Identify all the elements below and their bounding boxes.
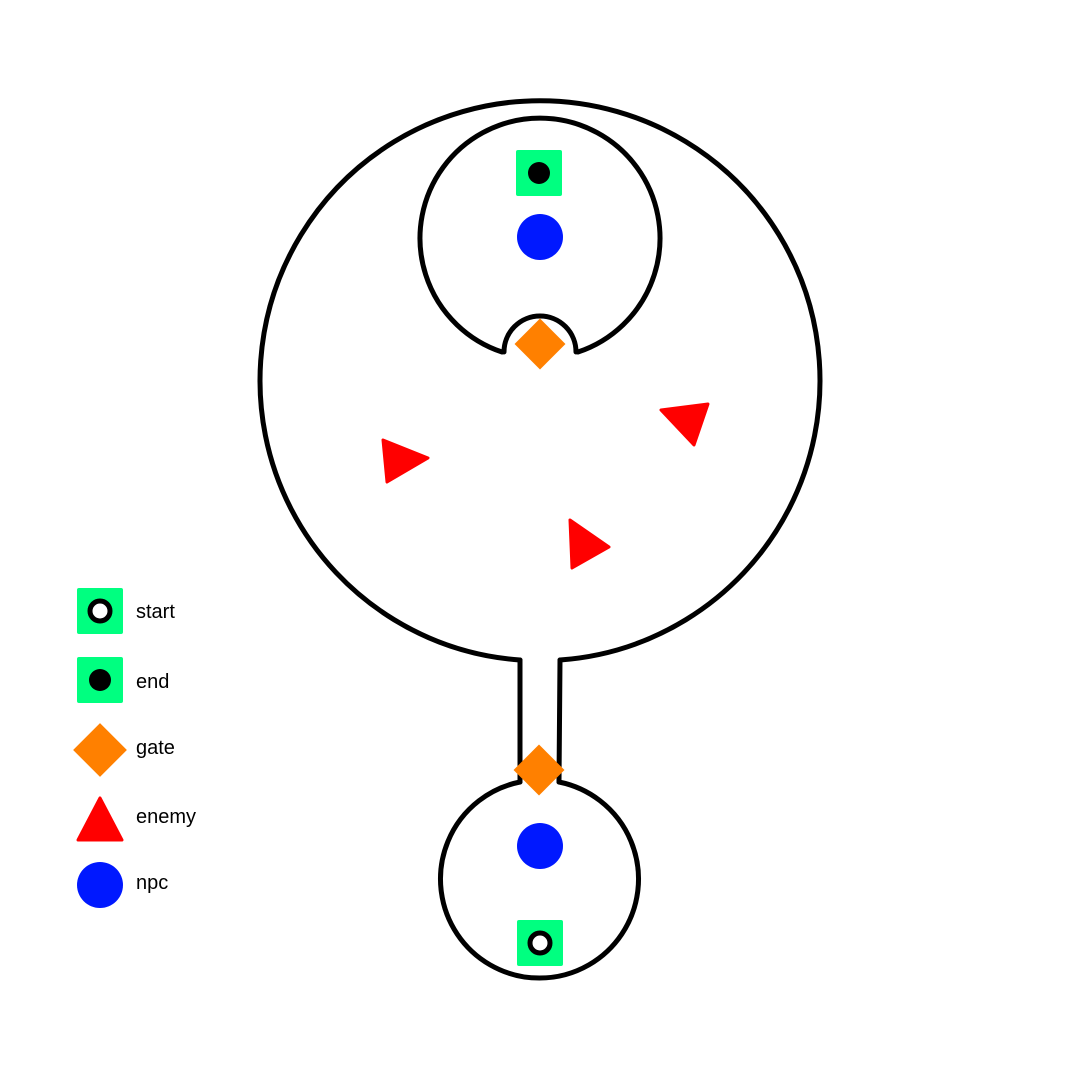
end-marker-icon (77, 657, 123, 703)
start-marker-icon (77, 588, 123, 634)
legend-label-enemy: enemy (136, 806, 196, 828)
main-room-wall (257, 98, 823, 663)
legend-enemy: enemy (76, 796, 196, 842)
end-room-notch (501, 313, 579, 355)
start-marker-icon (517, 920, 563, 966)
gate-diamond-icon (514, 318, 566, 370)
gate-diamond-icon (513, 744, 565, 796)
end-marker-icon (516, 150, 562, 196)
legend-start: start (77, 588, 175, 634)
npc-circle-icon (517, 823, 563, 869)
end-room-wall (417, 115, 663, 355)
legend-label-start: start (136, 601, 175, 623)
legend-label-npc: npc (136, 872, 168, 894)
npc-circle-icon (517, 214, 563, 260)
legend-npc: npc (77, 862, 168, 908)
legend: start end gate enemy npc (73, 588, 196, 908)
gate-diamond-icon (73, 723, 127, 777)
legend-label-end: end (136, 671, 169, 693)
enemy-triangle-icon (381, 438, 430, 484)
walls (257, 98, 823, 981)
legend-gate: gate (73, 723, 175, 777)
start-room-wall (438, 779, 641, 981)
legend-end: end (77, 657, 169, 703)
enemy-triangle-icon (76, 796, 124, 842)
corridor-right-wall (556, 657, 563, 785)
enemy-triangle-icon (568, 518, 611, 570)
npc-circle-icon (77, 862, 123, 908)
enemy-triangle-icon (659, 402, 710, 447)
legend-label-gate: gate (136, 737, 175, 759)
